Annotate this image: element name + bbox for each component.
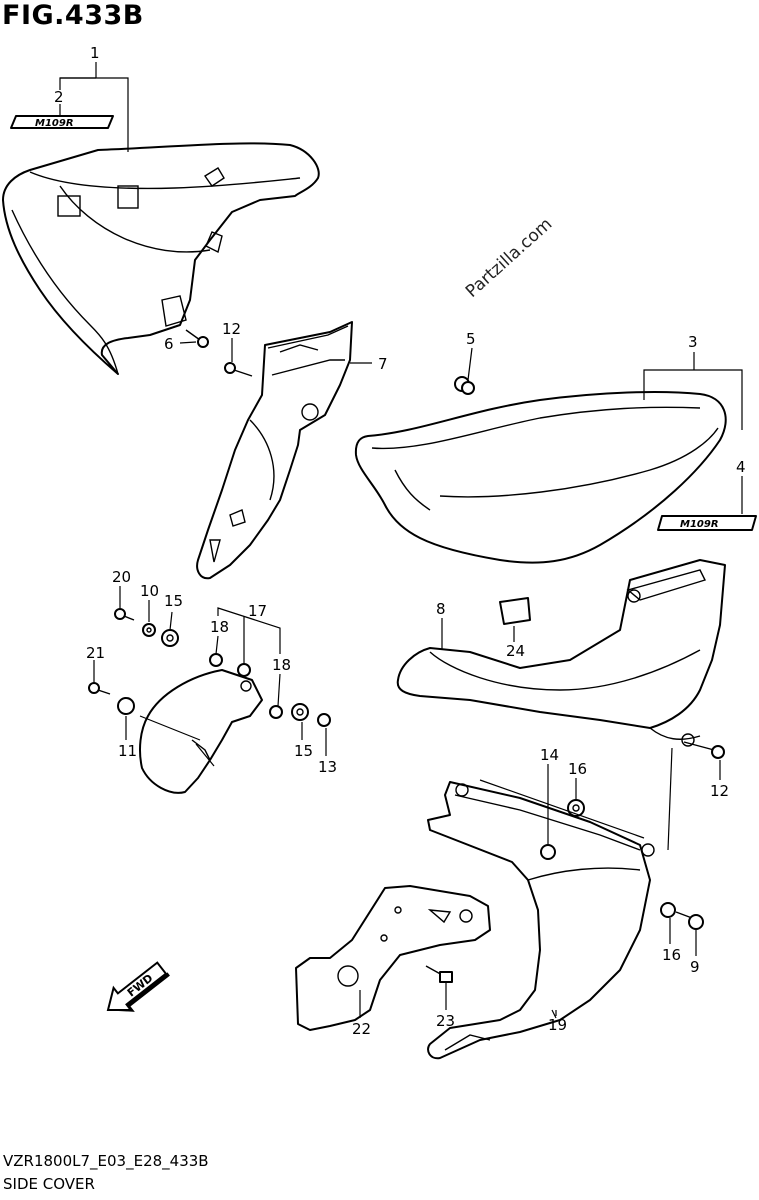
screw-12-right[interactable] bbox=[683, 741, 725, 759]
emblem-left[interactable]: M109R bbox=[10, 115, 114, 129]
callout-18-left: 18 bbox=[210, 618, 229, 636]
callout-14: 14 bbox=[540, 746, 559, 764]
grommet-11-left[interactable] bbox=[117, 697, 135, 715]
grommet-16-top[interactable] bbox=[567, 799, 585, 817]
callout-16-right: 16 bbox=[662, 946, 681, 964]
callout-9: 9 bbox=[690, 958, 700, 976]
screw-21[interactable] bbox=[88, 682, 111, 695]
callout-18-right: 18 bbox=[272, 656, 291, 674]
right-panel-8[interactable] bbox=[396, 559, 726, 747]
emblem-right[interactable]: M109R bbox=[657, 515, 757, 531]
pad-24[interactable] bbox=[499, 597, 531, 625]
callout-20: 20 bbox=[112, 568, 131, 586]
lower-bracket-19[interactable] bbox=[427, 781, 655, 1060]
callout-8: 8 bbox=[436, 600, 446, 618]
screw-9[interactable] bbox=[675, 911, 704, 930]
screw-20[interactable] bbox=[114, 608, 135, 621]
callout-16-top: 16 bbox=[568, 760, 587, 778]
bushing-13[interactable] bbox=[317, 713, 331, 727]
grommet-5[interactable] bbox=[454, 376, 475, 395]
callout-19: 19 bbox=[548, 1016, 567, 1034]
callout-5: 5 bbox=[466, 330, 476, 348]
emblem-left-text: M109R bbox=[35, 118, 74, 129]
callout-15-right: 15 bbox=[294, 742, 313, 760]
callout-2: 2 bbox=[54, 88, 64, 106]
heat-shield-11[interactable] bbox=[139, 669, 263, 794]
left-frame-cover[interactable] bbox=[2, 142, 320, 375]
screw-6[interactable] bbox=[185, 329, 209, 348]
callout-3: 3 bbox=[688, 333, 698, 351]
callout-17: 17 bbox=[248, 602, 267, 620]
bracket-7[interactable] bbox=[196, 321, 353, 580]
callout-7: 7 bbox=[378, 355, 388, 373]
grommet-15-right[interactable] bbox=[291, 703, 309, 721]
model-code: VZR1800L7_E03_E28_433B bbox=[3, 1152, 209, 1170]
callout-23: 23 bbox=[436, 1012, 455, 1030]
plate-22[interactable] bbox=[295, 885, 491, 1031]
callout-13: 13 bbox=[318, 758, 337, 776]
washer-18-right[interactable] bbox=[269, 705, 283, 719]
figure-title: FIG.433B bbox=[2, 0, 144, 31]
grommet-15-left[interactable] bbox=[161, 629, 179, 647]
washer-18-left[interactable] bbox=[209, 653, 223, 667]
emblem-right-text: M109R bbox=[680, 519, 719, 530]
callout-22: 22 bbox=[352, 1020, 371, 1038]
callout-4: 4 bbox=[736, 458, 746, 476]
callout-12-top: 12 bbox=[222, 320, 241, 338]
callout-15-left: 15 bbox=[164, 592, 183, 610]
bolt-23[interactable] bbox=[425, 965, 453, 983]
leader-lines bbox=[59, 62, 743, 1019]
callout-24: 24 bbox=[506, 642, 525, 660]
right-side-cover[interactable] bbox=[354, 391, 727, 564]
callout-12-right: 12 bbox=[710, 782, 729, 800]
callout-1: 1 bbox=[90, 44, 100, 62]
callout-6: 6 bbox=[164, 335, 174, 353]
washer-10[interactable] bbox=[142, 623, 156, 637]
washer-18-mid[interactable] bbox=[237, 663, 251, 677]
bushing-14[interactable] bbox=[540, 844, 556, 860]
grommet-16-right[interactable] bbox=[660, 902, 676, 918]
screw-12-top[interactable] bbox=[224, 362, 253, 377]
section-name: SIDE COVER bbox=[3, 1175, 95, 1193]
callout-21: 21 bbox=[86, 644, 105, 662]
callout-11: 11 bbox=[118, 742, 137, 760]
fwd-arrow: FWD bbox=[106, 961, 170, 1012]
callout-labels: 1 2 3 4 5 6 7 8 9 10 11 12 12 13 14 15 1… bbox=[54, 44, 746, 1038]
callout-10: 10 bbox=[140, 582, 159, 600]
